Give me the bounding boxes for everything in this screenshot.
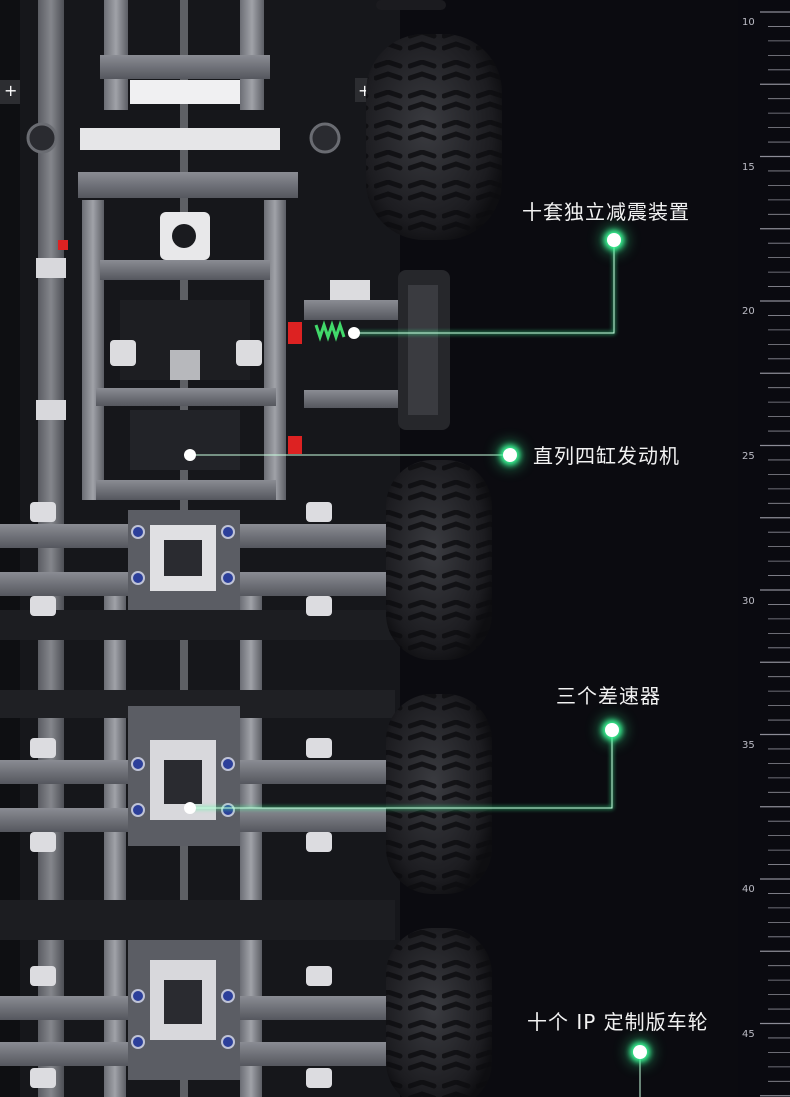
ruler-label-30: 30 (742, 596, 755, 607)
ruler-label-10: 10 (742, 17, 755, 28)
ruler-label-25: 25 (742, 451, 755, 462)
ruler-label-20: 20 (742, 306, 755, 317)
suspension-callout-dot (607, 233, 621, 247)
measurement-ruler: 10 15 20 25 30 35 40 45 (738, 0, 790, 1097)
wheels-callout-dot (633, 1045, 647, 1059)
svg-text:+: + (4, 81, 17, 100)
ruler-label-45: 45 (742, 1029, 755, 1040)
ruler-label-15: 15 (742, 162, 755, 173)
engine-callout-dot (503, 448, 517, 462)
ruler-label-40: 40 (742, 884, 755, 895)
suspension-label: 十套独立减震装置 (522, 200, 690, 224)
differential-callout-dot (605, 723, 619, 737)
engine-label: 直列四缸发动机 (533, 444, 680, 468)
differentials-label: 三个差速器 (556, 684, 661, 708)
ruler-ticks (760, 11, 790, 1097)
wheels-label: 十个 IP 定制版车轮 (527, 1010, 709, 1034)
ruler-label-35: 35 (742, 740, 755, 751)
